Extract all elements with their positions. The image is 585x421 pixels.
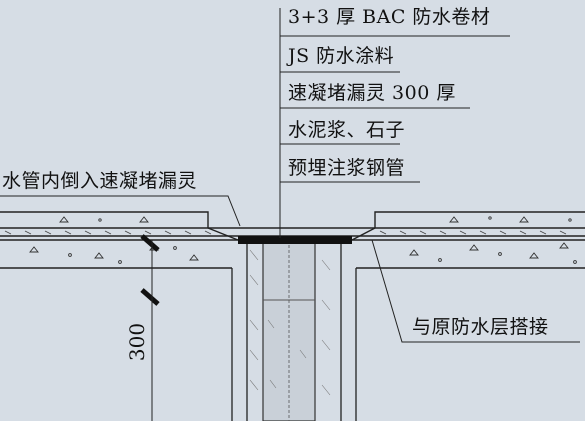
label-cement-gravel: 水泥浆、石子 (288, 119, 406, 141)
leader-overlap (371, 239, 580, 343)
waterproof-hatch (4, 230, 567, 235)
dimension-300: 300 (125, 322, 150, 362)
break-marks (140, 234, 160, 306)
leader-lines (0, 8, 580, 343)
slab-top-left (0, 211, 209, 228)
dimension-line (146, 240, 158, 421)
column (231, 240, 357, 421)
label-pipe-fill: 水管内倒入速凝堵漏灵 (2, 170, 198, 192)
grouting-steel-pipe (262, 239, 316, 421)
recess-slope-right (351, 227, 376, 241)
label-overlap: 与原防水层搭接 (412, 316, 549, 338)
sealing-plug (238, 236, 352, 244)
slab-top-right (374, 211, 585, 228)
pipe-fill-hatch (249, 249, 331, 396)
leader-pipe-fill (0, 195, 241, 227)
label-grouting-pipe: 预埋注浆钢管 (288, 157, 406, 179)
label-js-coating: JS 防水涂料 (288, 45, 395, 67)
recess-slope-left (207, 227, 239, 241)
label-plugging-compound: 速凝堵漏灵 300 厚 (288, 82, 456, 104)
label-bac-membrane: 3+3 厚 BAC 防水卷材 (288, 6, 491, 28)
